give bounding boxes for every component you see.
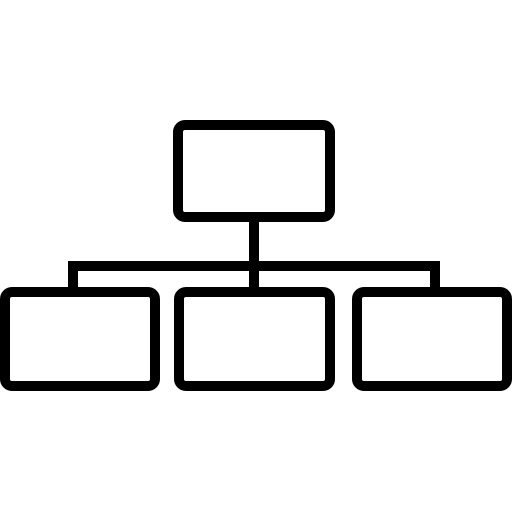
child-middle-node-box (174, 287, 335, 391)
child-left-node-box (0, 287, 160, 391)
child-right-node-box (352, 287, 512, 391)
root-node-box (173, 120, 335, 222)
